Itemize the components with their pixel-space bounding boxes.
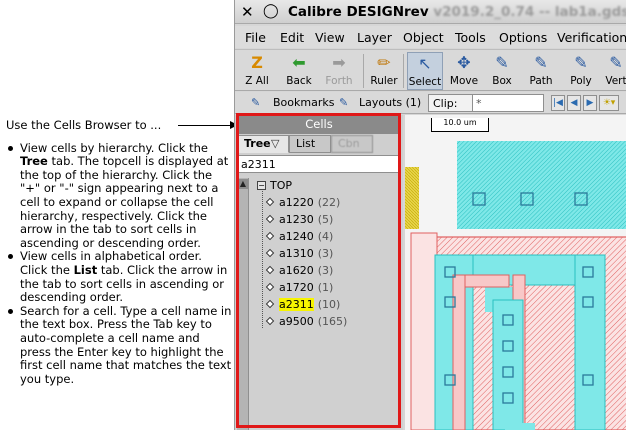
window-title: Calibre DESIGNrev v2019.2_0.74 -- lab1a.… xyxy=(288,4,626,20)
poly-icon: ✎ xyxy=(574,53,588,72)
help-bullet-list: View cells in alphabetical order. Click … xyxy=(6,250,232,304)
back-icon: ⬅ xyxy=(292,53,306,72)
tree-node[interactable]: a1310(3) xyxy=(264,247,333,260)
scale-bar: 10.0 um xyxy=(431,118,489,132)
move-button[interactable]: ✥ Move xyxy=(449,53,479,87)
clip-input[interactable]: * xyxy=(472,94,544,112)
layout-canvas[interactable]: 10.0 um xyxy=(405,115,626,430)
menu-options[interactable]: Options xyxy=(499,30,548,45)
toolbar-separator xyxy=(363,54,364,88)
callout-highlight-frame xyxy=(236,113,401,428)
menu-object[interactable]: Object xyxy=(403,30,444,45)
select-icon: ↖ xyxy=(418,54,432,73)
cell-tree: ▲ −TOP a1220(22) a1230(5) a1240(4) a1310… xyxy=(237,176,401,430)
brightness-icon[interactable]: ☀▾ xyxy=(599,95,619,111)
secondary-toolbar: ✎ Bookmarks ✎ Layouts (1) Clip: * |◀ ◀ ▶… xyxy=(235,92,626,114)
back-button[interactable]: ⬅ Back xyxy=(283,52,315,90)
tree-node[interactable]: a1720(1) xyxy=(264,281,333,294)
menu-file[interactable]: File xyxy=(245,30,266,45)
sort-arrow-icon[interactable]: ▽ xyxy=(271,137,280,150)
cells-header: Cells xyxy=(237,115,401,134)
select-button[interactable]: ↖ Select xyxy=(407,52,443,90)
tab-tree[interactable]: Tree ▽ xyxy=(237,135,289,153)
tab-cbn[interactable]: Cbn xyxy=(331,135,373,153)
ruler-button[interactable]: ✏ Ruler xyxy=(370,53,398,87)
tree-node[interactable]: a1230(5) xyxy=(264,213,333,226)
box-icon: ✎ xyxy=(495,53,509,72)
tree-node-selected[interactable]: a2311(10) xyxy=(264,298,340,311)
bullet-icon xyxy=(8,254,13,260)
bullet-icon xyxy=(8,308,13,314)
ruler-icon: ✏ xyxy=(377,53,391,72)
menu-tools[interactable]: Tools xyxy=(455,30,486,45)
scroll-up-icon[interactable]: ▲ xyxy=(238,179,248,189)
zoom-all-button[interactable]: Z Z All xyxy=(243,52,271,90)
clip-label: Clip: xyxy=(428,94,473,112)
toolbar-separator xyxy=(403,54,404,88)
vertex-icon: ✎ xyxy=(609,53,623,72)
collapse-icon[interactable]: − xyxy=(257,181,266,190)
main-toolbar: Z Z All ⬅ Back ➡ Forth ✏ Ruler ↖ Select … xyxy=(235,49,626,91)
bullet-icon xyxy=(8,145,13,151)
prev-icon[interactable]: ◀ xyxy=(567,95,581,111)
layouts-icon: ✎ xyxy=(339,96,349,109)
tree-node-top[interactable]: −TOP xyxy=(257,179,293,192)
tree-node[interactable]: a1620(3) xyxy=(264,264,333,277)
tab-list[interactable]: List xyxy=(289,135,331,153)
cells-browser: Cells Tree ▽ List Cbn a2311 ▲ −TOP a1220… xyxy=(235,115,403,430)
help-bullet-tree: View cells by hierarchy. Click the Tree … xyxy=(6,141,232,251)
poly-button[interactable]: ✎ Poly xyxy=(567,52,595,90)
poly-yellow xyxy=(405,167,419,229)
calibre-window: ✕ ◯ Calibre DESIGNrev v2019.2_0.74 -- la… xyxy=(234,0,626,430)
path-button[interactable]: ✎ Path xyxy=(527,52,555,90)
tree-node[interactable]: a9500(165) xyxy=(264,315,347,328)
next-icon[interactable]: ▶ xyxy=(583,95,597,111)
callout-arrow-line xyxy=(178,125,230,126)
menu-circle-icon[interactable]: ◯ xyxy=(263,3,279,19)
menu-bar: File Edit View Layer Object Tools Option… xyxy=(235,26,626,48)
forth-icon: ➡ xyxy=(332,53,346,72)
menu-view[interactable]: View xyxy=(315,30,345,45)
zoom-all-icon: Z xyxy=(251,53,263,72)
menu-verification[interactable]: Verification xyxy=(557,30,626,45)
menu-edit[interactable]: Edit xyxy=(280,30,305,45)
vertex-button[interactable]: ✎ Vert xyxy=(603,52,626,90)
help-bullet-search: Search for a cell. Type a cell name in t… xyxy=(6,304,232,387)
cell-search-input[interactable]: a2311 xyxy=(237,155,401,173)
layout-geometry xyxy=(405,141,626,430)
path-icon: ✎ xyxy=(534,53,548,72)
bookmarks-icon: ✎ xyxy=(251,96,261,109)
tree-connector xyxy=(262,188,263,328)
help-intro: Use the Cells Browser to ... xyxy=(6,118,162,132)
layouts-button[interactable]: Layouts (1) xyxy=(359,96,422,109)
box-button[interactable]: ✎ Box xyxy=(489,52,515,90)
title-bar: ✕ ◯ Calibre DESIGNrev v2019.2_0.74 -- la… xyxy=(235,0,626,24)
menu-layer[interactable]: Layer xyxy=(357,30,392,45)
tree-scrollbar[interactable]: ▲ xyxy=(237,178,249,430)
first-icon[interactable]: |◀ xyxy=(551,95,565,111)
cells-tabs: Tree ▽ List Cbn xyxy=(237,135,401,153)
help-panel: Use the Cells Browser to ... View cells … xyxy=(6,118,238,387)
move-icon: ✥ xyxy=(457,53,471,72)
forth-button[interactable]: ➡ Forth xyxy=(323,52,355,90)
tools-icon[interactable]: ✕ xyxy=(241,3,254,21)
tree-node[interactable]: a1220(22) xyxy=(264,196,340,209)
help-bullets: View cells by hierarchy. Click the Tree … xyxy=(6,141,232,387)
bookmarks-button[interactable]: Bookmarks xyxy=(273,96,335,109)
tree-node[interactable]: a1240(4) xyxy=(264,230,333,243)
